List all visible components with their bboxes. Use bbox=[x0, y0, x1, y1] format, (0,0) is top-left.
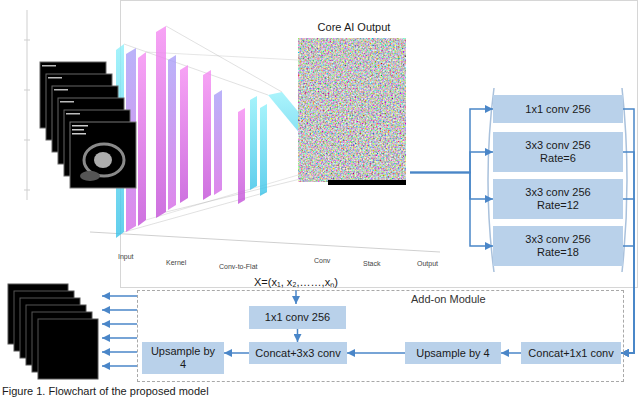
conv-box: 1x1 conv 256 bbox=[493, 95, 623, 123]
output-mask bbox=[38, 319, 98, 379]
layer-slab bbox=[260, 104, 267, 196]
axis-line bbox=[27, 10, 28, 200]
output-arrow bbox=[102, 309, 137, 311]
axis-label: Stack bbox=[363, 259, 381, 269]
axis-label: Output bbox=[417, 259, 438, 269]
box-label: Concat+1x1 conv bbox=[528, 347, 613, 360]
mri-slice bbox=[70, 122, 136, 188]
axis-line bbox=[90, 232, 440, 252]
output-arrow bbox=[102, 365, 137, 367]
axis-tick bbox=[24, 190, 30, 191]
input-arrow bbox=[295, 290, 297, 304]
module-title: Add-on Module bbox=[411, 293, 486, 306]
box-label: Core AI Output bbox=[298, 20, 410, 34]
box-label: Concat+3x3 conv bbox=[255, 347, 340, 360]
module-region: Add-on Module 1x1 conv 256Upsample by 4 Co… bbox=[137, 290, 624, 382]
slice-annotation bbox=[72, 125, 88, 127]
axis-tick bbox=[24, 140, 30, 141]
conv-box: 3x3 conv 256 Rate=6 bbox=[493, 132, 623, 172]
layer-box: Upsample by 4 bbox=[142, 342, 224, 374]
layer-slab bbox=[168, 55, 176, 210]
connector bbox=[621, 199, 634, 353]
grid-line bbox=[146, 52, 298, 60]
conv-box: 3x3 conv 256 Rate=12 bbox=[493, 179, 623, 219]
connector bbox=[297, 329, 299, 342]
slice-annotation bbox=[48, 77, 62, 79]
output-arrow bbox=[102, 295, 137, 297]
box-label: 3x3 conv 256 Rate=6 bbox=[513, 139, 603, 165]
box-label: Upsample by 4 bbox=[416, 347, 489, 360]
connector bbox=[501, 352, 521, 354]
box-label: 3x3 conv 256 Rate=18 bbox=[513, 233, 603, 259]
noise-image bbox=[298, 38, 406, 182]
slice-annotation bbox=[54, 89, 68, 91]
layer-slab bbox=[156, 26, 166, 218]
layer-box: Upsample by 4 bbox=[405, 342, 501, 364]
connector bbox=[410, 173, 493, 200]
image-band bbox=[328, 180, 406, 185]
layer-slab bbox=[203, 70, 211, 200]
box-label: 1x1 conv 256 bbox=[265, 311, 330, 324]
figure-caption: Figure 1. Flowchart of the proposed mode… bbox=[2, 385, 209, 397]
heart-shape bbox=[94, 152, 112, 168]
box-label: 1x1 conv 256 bbox=[525, 103, 590, 116]
output-image: Core AI Output bbox=[298, 20, 410, 184]
heart-shape bbox=[80, 171, 100, 181]
panel-frame bbox=[121, 1, 638, 288]
output-arrow bbox=[102, 323, 137, 325]
axis-label: Conv bbox=[314, 256, 330, 266]
layer-slab bbox=[180, 65, 188, 203]
box-label: Upsample by 4 bbox=[147, 345, 219, 371]
layer-box: 1x1 conv 256 bbox=[249, 306, 346, 329]
conv-box: 3x3 conv 256 Rate=18 bbox=[493, 226, 623, 266]
layer-box: Concat+3x3 conv bbox=[249, 342, 347, 364]
slice-annotation bbox=[72, 133, 86, 135]
slice-annotation bbox=[72, 129, 84, 131]
axis-label: Conv-to-Flat bbox=[219, 262, 258, 272]
output-arrow bbox=[102, 351, 137, 353]
slice-annotation bbox=[66, 113, 80, 115]
output-arrow bbox=[102, 337, 137, 339]
box-label: 3x3 conv 256 Rate=12 bbox=[513, 186, 603, 212]
axis-label: Kernel bbox=[166, 258, 186, 268]
connector bbox=[410, 173, 493, 247]
input-label: X=(x₁, x₂,……,xₙ) bbox=[254, 275, 338, 289]
connector bbox=[224, 352, 249, 354]
slice-annotation bbox=[60, 101, 74, 103]
layer-slab bbox=[214, 90, 222, 195]
layer-slab bbox=[250, 96, 257, 190]
layer-slab bbox=[138, 52, 146, 226]
connector bbox=[410, 152, 493, 173]
slice-annotation bbox=[42, 65, 56, 67]
connector bbox=[410, 109, 493, 173]
layer-slab bbox=[238, 108, 245, 204]
axis-tick bbox=[24, 40, 30, 41]
axis-tick bbox=[24, 90, 30, 91]
axis-label: Input bbox=[118, 252, 134, 262]
connector bbox=[347, 352, 405, 354]
layer-box: Concat+1x1 conv bbox=[521, 342, 621, 364]
